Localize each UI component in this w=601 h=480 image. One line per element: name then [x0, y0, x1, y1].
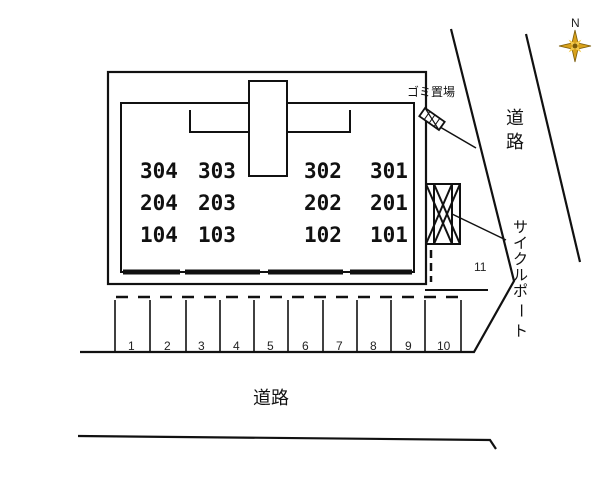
parking-numbers: 1 2 3 4 5 6 7 8 9 10	[128, 339, 451, 353]
cycle-port-char: ク	[513, 250, 528, 268]
parking-number: 3	[198, 339, 205, 353]
garbage-area-label: ゴミ置場	[407, 84, 455, 99]
cycle-port-char: サ	[513, 218, 528, 236]
compass-icon	[558, 29, 592, 63]
parking-number: 6	[302, 339, 309, 353]
unit-label: 103	[198, 223, 236, 247]
road-south-line	[77, 434, 497, 450]
unit-label: 301	[370, 159, 408, 183]
parking-number: 10	[437, 339, 451, 353]
cycle-port-char: イ	[513, 234, 528, 252]
unit-label: 202	[304, 191, 342, 215]
lot-boundary	[80, 28, 516, 354]
unit-label: 102	[304, 223, 342, 247]
units-left-block: 304 303 204 203 104 103	[140, 159, 236, 247]
cycle-port-char: ル	[513, 266, 528, 284]
parking-number: 4	[233, 339, 240, 353]
road-east-line	[524, 33, 582, 263]
unit-label: 304	[140, 159, 178, 183]
compass-north-label: N	[571, 16, 580, 30]
parking-number: 11	[474, 260, 487, 274]
unit-label: 204	[140, 191, 178, 215]
road-label-east: 道 路	[506, 108, 524, 153]
parking-number: 7	[336, 339, 343, 353]
unit-label: 303	[198, 159, 236, 183]
road-label-south: 道路	[253, 388, 289, 409]
road-label-char: 道	[506, 108, 524, 129]
cycle-port-char: ト	[513, 322, 528, 340]
cycle-port-char: ー	[512, 303, 530, 318]
parking-space-11: 11	[425, 250, 488, 291]
garbage-area-icon	[418, 106, 446, 132]
parking-separators	[114, 300, 462, 352]
cycle-port-area	[425, 183, 461, 245]
road-label-char: 路	[506, 132, 524, 153]
cycle-port-pointer	[451, 213, 507, 241]
parking-number: 2	[164, 339, 171, 353]
parking-number: 9	[405, 339, 412, 353]
unit-label: 201	[370, 191, 408, 215]
garbage-area-pointer	[439, 126, 477, 149]
unit-label: 101	[370, 223, 408, 247]
cycle-port-label: サ イ ク ル ポ ー ト	[512, 218, 530, 340]
unit-label: 302	[304, 159, 342, 183]
parking-number: 1	[128, 339, 135, 353]
central-cross	[189, 103, 351, 177]
unit-label: 203	[198, 191, 236, 215]
unit-label: 104	[140, 223, 178, 247]
units-right-block: 302 301 202 201 102 101	[304, 159, 408, 247]
parking-number: 5	[267, 339, 274, 353]
building-outline	[106, 70, 428, 286]
cycle-port-char: ポ	[513, 282, 528, 300]
parking-number: 8	[370, 339, 377, 353]
